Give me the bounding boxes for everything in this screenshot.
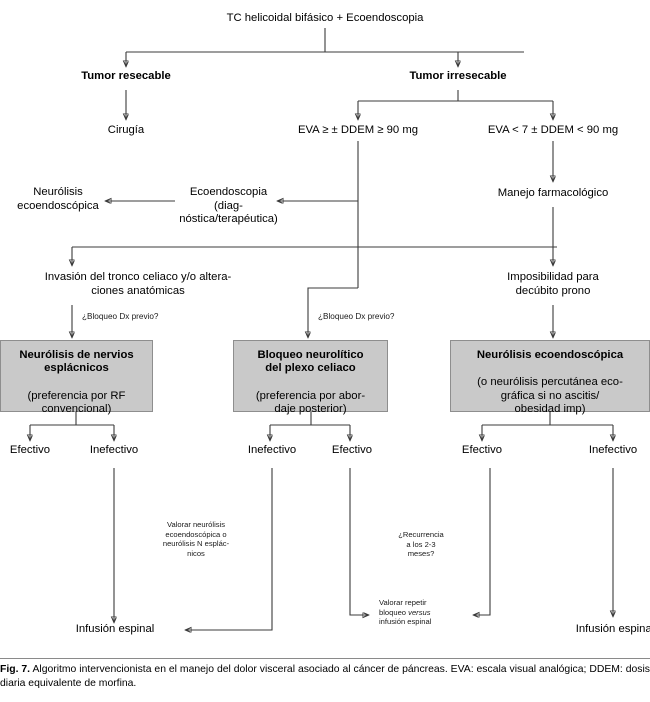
- node-manejo-farmacologico: Manejo farmacológico: [497, 187, 609, 199]
- node-neurolisis-ecoendoscopica: Neurólisis ecoendoscópica: [17, 186, 99, 212]
- figure-number: Fig. 7.: [0, 664, 31, 675]
- box2-title: Bloqueo neurolítico del plexo celiaco: [257, 348, 364, 375]
- valorar-repetir-pre: Valorar repetir bloqueo: [379, 598, 427, 617]
- label-bloqueo-dx-mid: ¿Bloqueo Dx previo?: [318, 312, 395, 321]
- outcome-b3-left: Efectivo: [461, 444, 503, 456]
- edge-efectivo3-to-valorar: [474, 468, 491, 615]
- outcome-b1-left: Efectivo: [9, 444, 51, 456]
- box1-subtitle: (preferencia por RF convencional): [27, 389, 126, 416]
- node-invasion-tronco: Invasión del tronco celiaco y/o altera- …: [44, 271, 232, 297]
- endpoint-infusion-left: Infusión espinal: [75, 623, 155, 635]
- box2-subtitle: (preferencia por abor- daje posterior): [255, 389, 366, 416]
- figure-caption-text: Algoritmo intervencionista en el manejo …: [0, 664, 650, 690]
- outcome-b3-right: Inefectivo: [588, 444, 638, 456]
- flowchart-connectors: [0, 28, 650, 645]
- node-eva-alta: EVA ≥ ± DDEM ≥ 90 mg: [297, 124, 419, 136]
- annotation-valorar-neurolisis: Valorar neurólisis ecoendoscópica o neur…: [162, 520, 230, 558]
- node-root: TC helicoidal bifásico + Ecoendoscopia: [226, 12, 424, 24]
- box3-title: Neurólisis ecoendoscópica: [476, 348, 624, 361]
- figure-caption: Fig. 7. Algoritmo intervencionista en el…: [0, 663, 650, 691]
- node-ecoendoscopia: Ecoendoscopia (diag- nóstica/terapéutica…: [179, 186, 278, 225]
- node-imposibilidad: Imposibilidad para decúbito prono: [507, 271, 599, 297]
- node-eva-baja: EVA < 7 ± DDEM < 90 mg: [487, 124, 619, 136]
- endpoint-infusion-right: Infusión espinal: [575, 623, 650, 635]
- outcome-b2-left: Inefectivo: [247, 444, 297, 456]
- edge-efectivo2-to-valorar: [349, 468, 368, 615]
- caption-divider: [0, 658, 650, 659]
- annotation-recurrencia: ¿Recurrencia a los 2-3 meses?: [398, 530, 444, 559]
- box-bloqueo-plexo-celiaco: Bloqueo neurolítico del plexo celiaco (p…: [233, 340, 388, 415]
- label-bloqueo-dx-left: ¿Bloqueo Dx previo?: [82, 312, 159, 321]
- node-tumor-irresecable: Tumor irresecable: [409, 70, 507, 82]
- valorar-repetir-versus: versus: [408, 607, 431, 617]
- outcome-b1-right: Inefectivo: [89, 444, 139, 456]
- node-tumor-resecable: Tumor resecable: [81, 70, 171, 82]
- box3-subtitle: (o neurólisis percutánea eco- gráfica si…: [477, 376, 623, 416]
- valorar-repetir-post: infusión espinal: [379, 617, 432, 627]
- node-cirugia: Cirugía: [107, 124, 145, 136]
- annotation-valorar-repetir: Valorar repetir bloqueo versus infusión …: [379, 598, 467, 627]
- box1-title: Neurólisis de nervios esplácnicos: [19, 348, 134, 375]
- box-neurolisis-esplacnicos: Neurólisis de nervios esplácnicos (prefe…: [0, 340, 153, 415]
- outcome-b2-right: Efectivo: [331, 444, 373, 456]
- flowchart-diagram: TC helicoidal bifásico + Ecoendoscopia T…: [0, 12, 650, 645]
- box-neurolisis-ecoendoscopica: Neurólisis ecoendoscópica (o neurólisis …: [450, 340, 650, 416]
